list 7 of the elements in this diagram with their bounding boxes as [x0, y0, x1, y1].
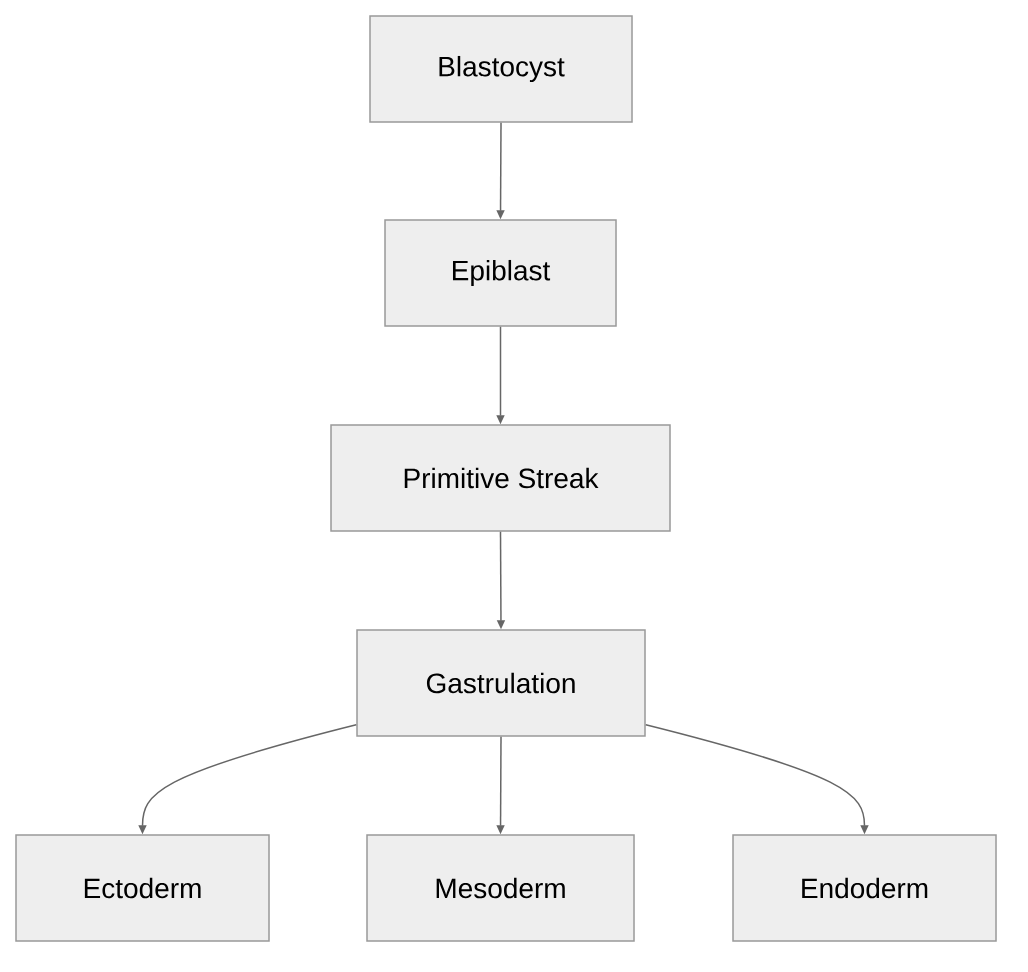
process-box: Endoderm — [732, 834, 997, 942]
process-box: Ectoderm — [15, 834, 270, 942]
process-box: Blastocyst — [369, 15, 633, 123]
process-box: Mesoderm — [366, 834, 635, 942]
process-box: Gastrulation — [356, 629, 646, 737]
process-box: Primitive Streak — [330, 424, 671, 532]
process-box: Epiblast — [384, 219, 617, 327]
